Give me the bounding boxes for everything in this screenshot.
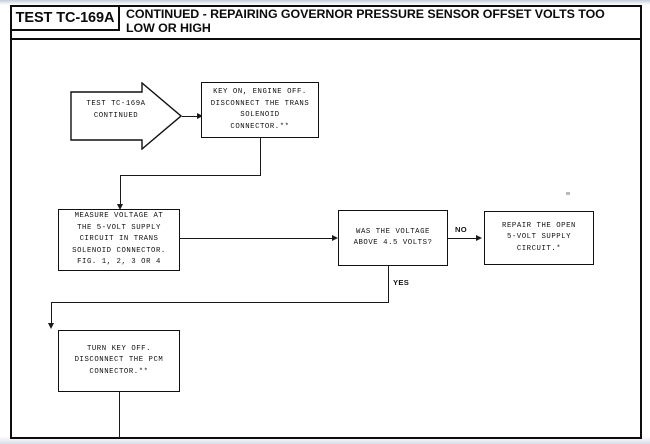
node-measure-voltage: MEASURE VOLTAGE AT THE 5-VOLT SUPPLY CIR…: [58, 209, 180, 271]
edge-measure-to-decision-line: [180, 238, 335, 239]
edge-yes-branch-arrowhead: [47, 323, 54, 329]
node-measure-voltage-text: MEASURE VOLTAGE AT THE 5-VOLT SUPPLY CIR…: [72, 212, 166, 267]
edge-measure-to-decision-arrowhead: [332, 234, 338, 241]
page-border-right: [640, 5, 642, 438]
edge-label-yes: YES: [393, 278, 410, 287]
node-repair-open: REPAIR THE OPEN 5-VOLT SUPPLY CIRCUIT.*: [484, 211, 594, 265]
edge-label-no: NO: [455, 225, 467, 234]
page-border-bottom: [10, 437, 642, 439]
edge-no-branch-line: [448, 238, 480, 239]
test-id-box: TEST TC-169A: [12, 7, 120, 31]
edge-no-branch-arrowhead: [476, 234, 482, 241]
edge-yes-branch-seg-down: [388, 266, 389, 303]
scan-tint-top: [0, 0, 650, 5]
edge-start-to-keyon-arrowhead: [197, 112, 203, 119]
node-repair-open-text: REPAIR THE OPEN 5-VOLT SUPPLY CIRCUIT.*: [502, 221, 576, 253]
node-key-on: KEY ON, ENGINE OFF. DISCONNECT THE TRANS…: [201, 82, 319, 138]
edge-keyon-to-measure-seg-down: [260, 138, 261, 176]
edge-yes-branch-seg-left: [51, 302, 389, 303]
edge-keyon-to-measure-arrowhead: [116, 204, 123, 210]
node-turn-key-off: TURN KEY OFF. DISCONNECT THE PCM CONNECT…: [58, 330, 180, 392]
test-id-label: TEST TC-169A: [15, 10, 115, 26]
edge-yes-branch-seg-down2: [51, 302, 52, 326]
page-title: CONTINUED - REPAIRING GOVERNOR PRESSURE …: [126, 7, 605, 35]
page-border-top: [10, 5, 642, 7]
node-turn-key-off-text: TURN KEY OFF. DISCONNECT THE PCM CONNECT…: [74, 344, 164, 376]
edge-start-to-keyon-line: [182, 116, 200, 117]
node-start-label: TEST TC-169A CONTINUED: [70, 99, 162, 122]
scan-tint-bottom: [0, 436, 650, 444]
edge-keyon-to-measure-seg-down2: [120, 175, 121, 207]
node-start-line-1: TEST TC-169A CONTINUED: [86, 100, 146, 120]
page-border-left: [10, 5, 12, 438]
scan-speck-artifact: [566, 192, 570, 195]
node-decision-voltage: WAS THE VOLTAGE ABOVE 4.5 VOLTS?: [338, 210, 448, 266]
header-divider-rule: [10, 38, 642, 40]
node-key-on-text: KEY ON, ENGINE OFF. DISCONNECT THE TRANS…: [210, 88, 310, 131]
node-start-shape: [70, 82, 182, 150]
node-decision-voltage-text: WAS THE VOLTAGE ABOVE 4.5 VOLTS?: [353, 227, 433, 248]
edge-turnkeyoff-continuation: [119, 392, 120, 438]
edge-keyon-to-measure-seg-left: [120, 175, 261, 176]
